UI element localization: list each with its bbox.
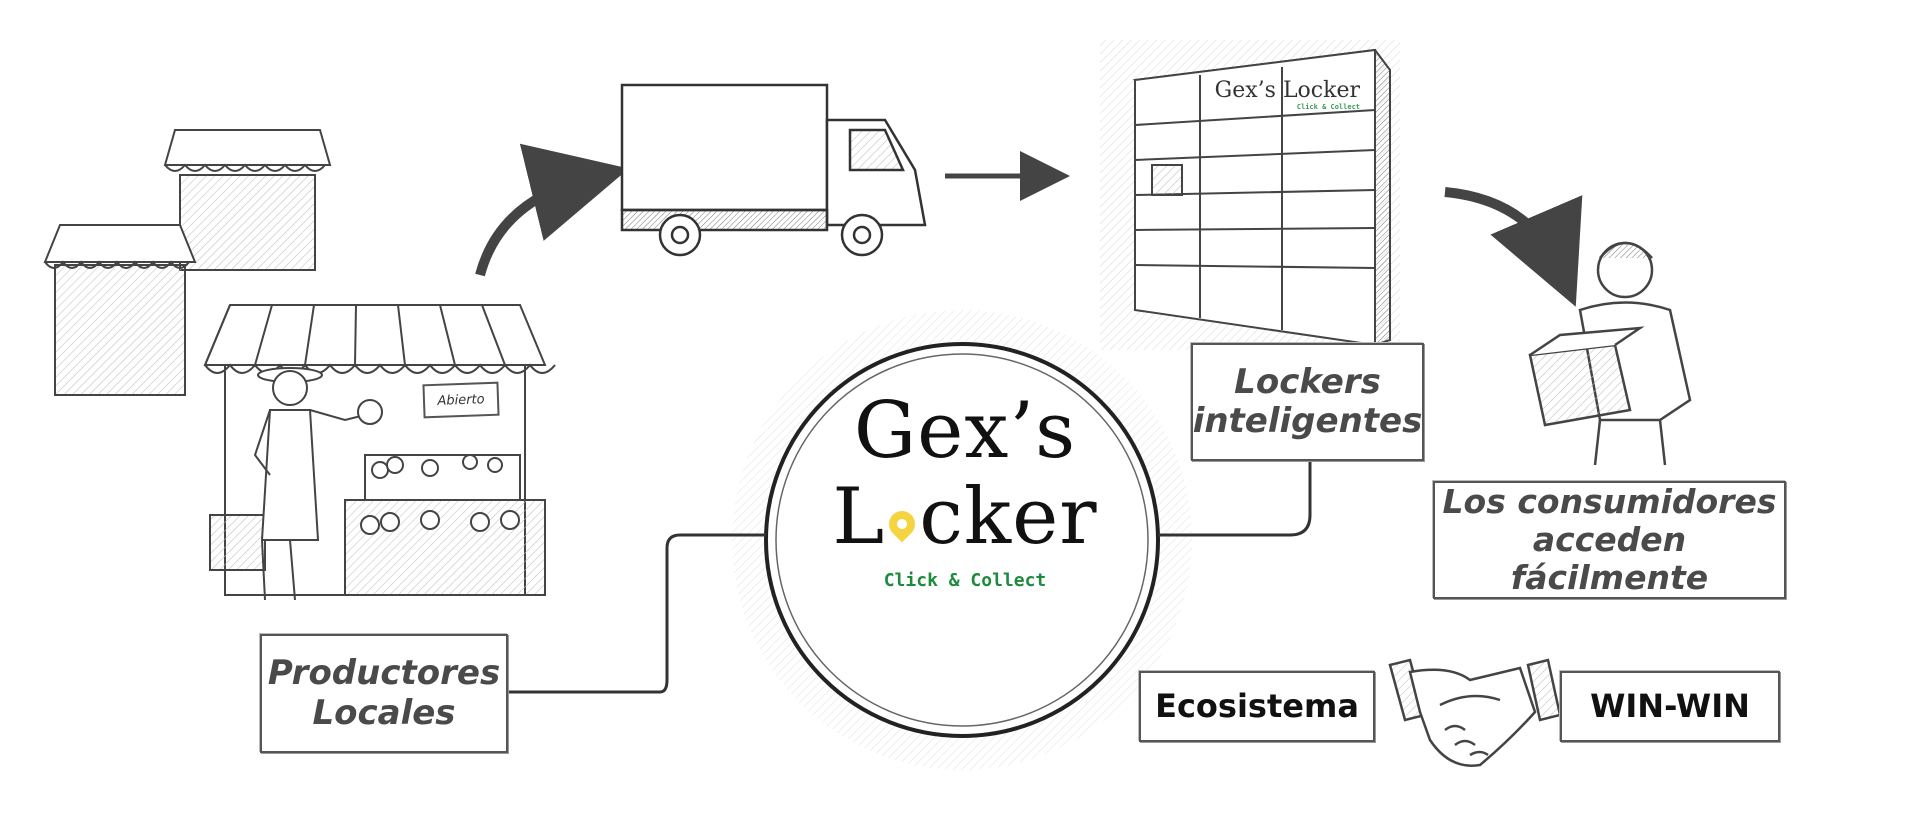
label-ecosistema: Ecosistema bbox=[1139, 671, 1375, 742]
logo-l: L bbox=[832, 472, 886, 562]
smart-locker-icon bbox=[1100, 40, 1400, 350]
hub-circle bbox=[732, 310, 1192, 770]
label-consumidores: Los consumidores acceden fácilmente bbox=[1433, 481, 1786, 599]
label-line: WIN-WIN bbox=[1590, 687, 1750, 726]
label-win-win: WIN-WIN bbox=[1560, 671, 1780, 742]
stall-open-sign: Abierto bbox=[422, 381, 500, 419]
logo-cker: cker bbox=[919, 472, 1098, 562]
label-line: Lockers bbox=[1234, 361, 1381, 402]
locker-branding: Gex’s Locker Click & Collect bbox=[1205, 78, 1360, 111]
label-line: inteligentes bbox=[1192, 401, 1423, 441]
location-pin-icon bbox=[883, 505, 921, 543]
connector-producers bbox=[504, 533, 766, 694]
label-productores-locales: Productores Locales bbox=[260, 634, 508, 753]
truck-icon bbox=[620, 83, 927, 257]
handshake-icon bbox=[1388, 658, 1562, 767]
market-stall-icon bbox=[43, 129, 556, 601]
curved-arrow-icon bbox=[475, 143, 629, 277]
logo-line-1: Gex’s bbox=[853, 386, 1077, 476]
connector-lockers bbox=[1158, 457, 1312, 537]
label-lockers-inteligentes: Lockers inteligentes bbox=[1191, 343, 1424, 461]
label-line: Ecosistema bbox=[1155, 687, 1359, 726]
curved-arrow-icon bbox=[1444, 187, 1583, 307]
label-line: acceden fácilmente bbox=[1510, 520, 1709, 597]
logo-tagline: Click & Collect bbox=[883, 570, 1047, 591]
label-line: Los consumidores bbox=[1442, 482, 1777, 522]
label-line: Locales bbox=[312, 692, 456, 733]
locker-brand-tagline: Click & Collect bbox=[1296, 103, 1360, 111]
consumer-with-box-icon bbox=[1528, 241, 1692, 466]
locker-brand-name: Gex’s Locker bbox=[1214, 78, 1360, 103]
label-line: Productores bbox=[267, 653, 501, 694]
